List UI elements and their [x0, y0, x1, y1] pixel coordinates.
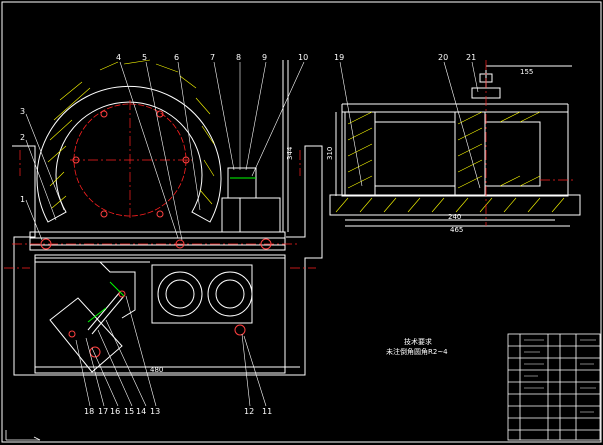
accent-lines	[87, 177, 256, 323]
front-center-lines	[4, 100, 316, 269]
part-label-4: 4	[116, 53, 121, 62]
front-clamp	[49, 297, 123, 373]
side-leaders	[339, 61, 481, 189]
front-leaders	[25, 61, 305, 407]
part-label-20: 20	[438, 53, 448, 62]
part-label-19: 19	[334, 53, 344, 62]
title-block	[507, 333, 601, 441]
part-label-16: 16	[110, 407, 120, 416]
part-label-3: 3	[20, 107, 25, 116]
ring-section	[36, 59, 272, 358]
side-center-lines	[485, 60, 575, 226]
part-label-6: 6	[174, 53, 179, 62]
part-label-9: 9	[262, 53, 267, 62]
dimension-texts: 344 480 310 240 465 155	[150, 68, 533, 374]
part-label-2: 2	[20, 133, 25, 142]
part-label-13: 13	[150, 407, 160, 416]
dim-side-width-outer: 465	[450, 226, 463, 234]
part-label-10: 10	[298, 53, 308, 62]
dim-front-height: 344	[286, 146, 294, 160]
part-label-18: 18	[84, 407, 94, 416]
part-label-1: 1	[20, 195, 25, 204]
technical-notes: 技术要求 未注倒角圆角R2~4	[386, 337, 448, 356]
ucs-icon	[5, 430, 41, 441]
dim-front-width: 480	[150, 366, 163, 374]
dim-side-height: 310	[326, 147, 334, 160]
front-housing	[29, 231, 286, 251]
part-label-12: 12	[244, 407, 254, 416]
part-label-14: 14	[136, 407, 146, 416]
part-label-21: 21	[466, 53, 476, 62]
front-view	[12, 60, 323, 376]
notes-line-1: 未注倒角圆角R2~4	[386, 347, 448, 356]
notes-title: 技术要求	[404, 337, 432, 346]
dim-top-offset: 155	[520, 68, 533, 76]
title-block-text-marks	[524, 339, 596, 413]
part-label-15: 15	[124, 407, 134, 416]
part-label-8: 8	[236, 53, 241, 62]
part-label-17: 17	[98, 407, 108, 416]
part-label-5: 5	[142, 53, 147, 62]
part-label-11: 11	[262, 407, 272, 416]
side-hatch	[335, 111, 565, 213]
dim-side-width-inner: 240	[448, 213, 461, 221]
part-labels: 1 2 3 4 5 6 7 8 9 10 11 12 13 14 15 16 1…	[20, 53, 476, 416]
front-lower-plate	[34, 254, 286, 374]
part-label-7: 7	[210, 53, 215, 62]
